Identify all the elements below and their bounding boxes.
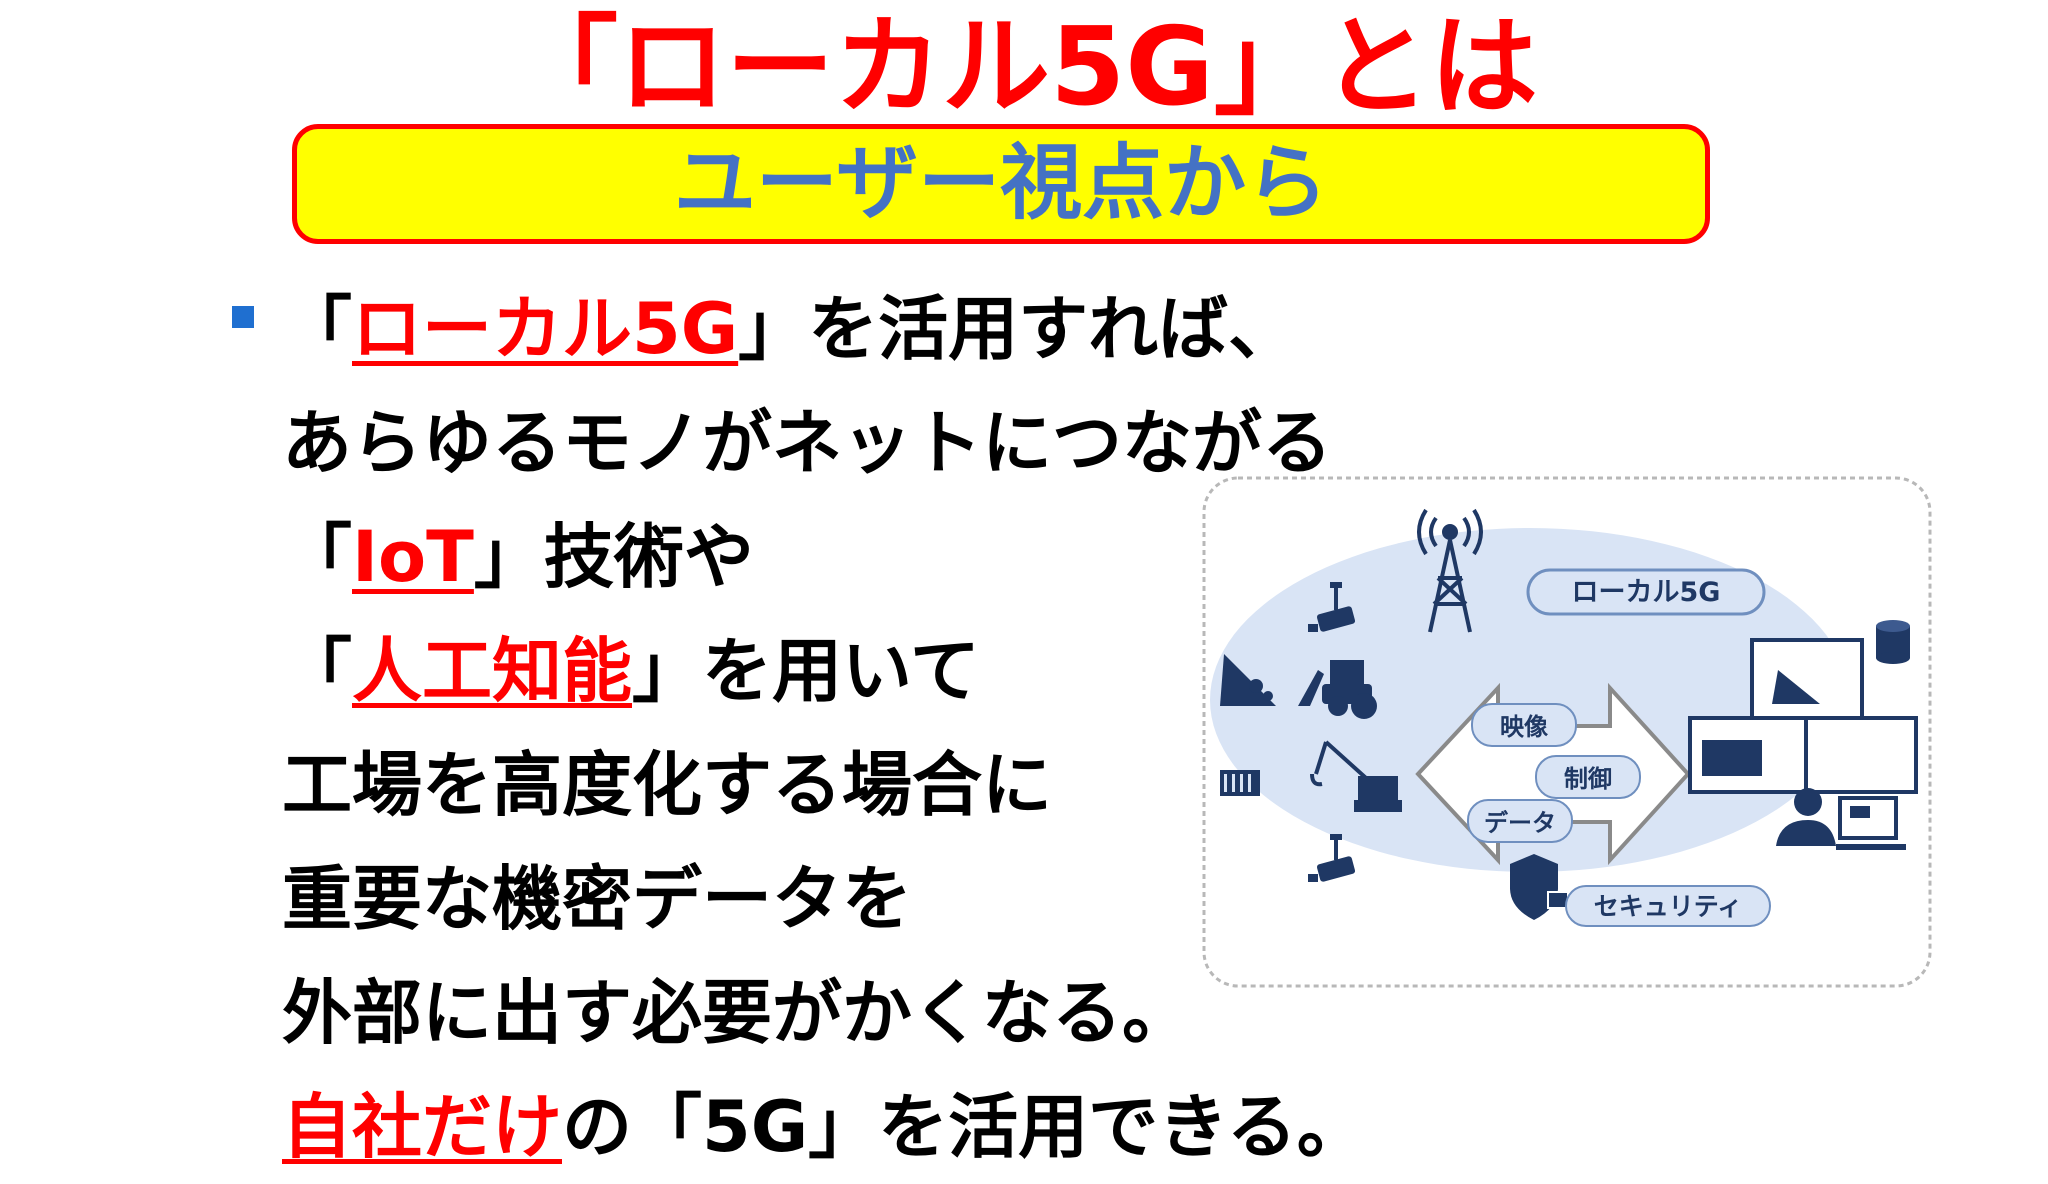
keyword-ai: 人工知能 [352,630,632,712]
body-line-8: 自社だけの「5G」を活用できる。 [282,1086,1367,1168]
antenna-tower-icon [1417,508,1483,633]
keyword-local5g: ローカル5G [352,288,739,370]
security-badge [1565,885,1771,927]
database-icon [1876,620,1910,664]
security-label: セキュリティ [1594,892,1743,921]
bulldozer-icon [1298,660,1377,719]
body-line-6: 重要な機密データを [282,858,912,940]
label-data: データ [1484,809,1556,837]
slide-title: 「ローカル5G」とは [510,5,1538,130]
body-line-7: 外部に出す必要がかくなる。 [282,972,1192,1054]
body-line-5: 工場を高度化する場合に [282,744,1052,826]
subtitle-banner: ユーザー視点から [292,124,1710,244]
landslide-icon [1220,654,1276,706]
local5g-badge [1526,568,1766,616]
local5g-diagram: ローカル5G [1200,474,1934,990]
crane-icon [1310,740,1402,812]
label-control: 制御 [1564,765,1612,793]
operator-icon [1776,788,1906,850]
bullet-square-icon [232,306,254,328]
body-line-3: 「IoT」技術や [282,516,754,598]
keyword-iot: IoT [352,516,474,598]
body-line-4: 「人工知能」を用いて [282,630,980,712]
camera-icon [1308,834,1356,882]
monitor-icon [1688,638,1918,794]
body-line-1: 「ローカル5G」を活用すれば、 [282,288,1299,370]
subtitle-text: ユーザー視点から [673,136,1329,231]
container-icon [1220,770,1260,796]
keyword-own-company: 自社だけ [282,1086,562,1168]
body-line-2: あらゆるモノがネットにつながる [282,402,1332,484]
label-video: 映像 [1500,713,1549,741]
camera-icon [1308,582,1356,632]
local5g-badge-label: ローカル5G [1572,577,1721,608]
